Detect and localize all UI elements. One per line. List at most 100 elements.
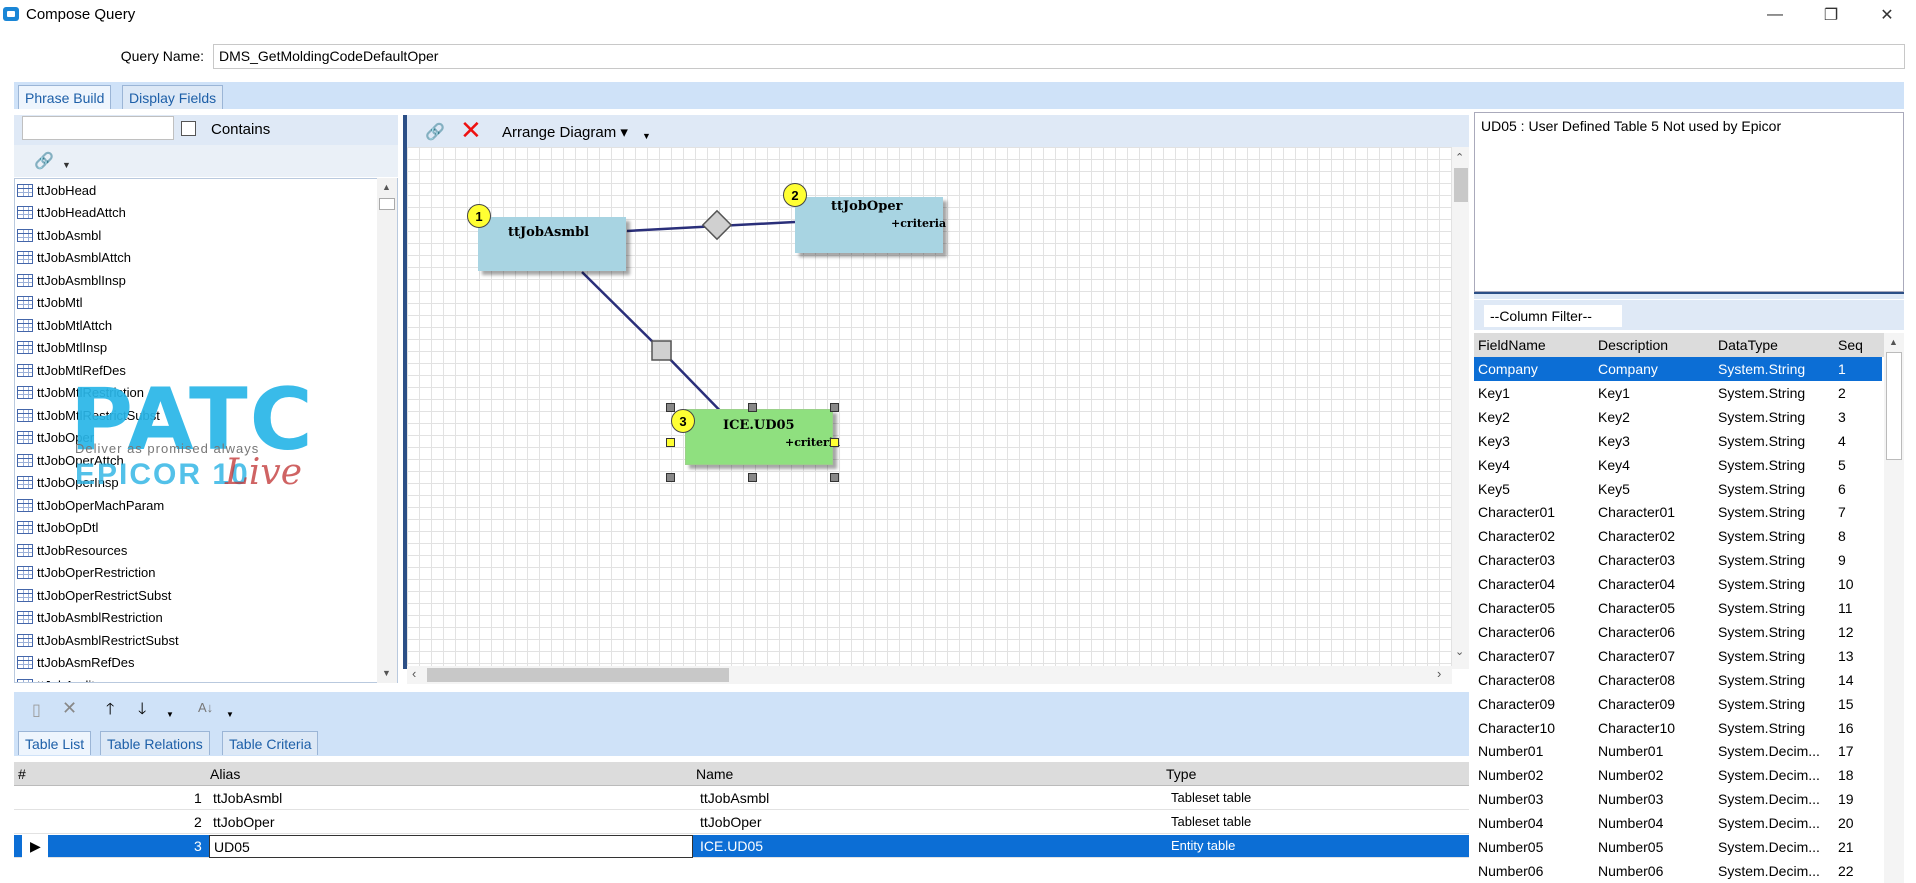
diagram-node-ice-ud05[interactable]: ICE.UD05 +criteria (685, 409, 840, 465)
scroll-left-icon[interactable]: ‹ (412, 666, 417, 681)
table-list-item[interactable]: ttJobAsmRefDes (15, 652, 385, 674)
link-icon[interactable]: 🔗 (425, 124, 445, 141)
diagram-node-ttjoboper[interactable]: ttJobOper +criteria (795, 197, 946, 253)
col-header-alias[interactable]: Alias (210, 766, 241, 782)
row-alias-editor[interactable]: UD05 (209, 835, 693, 858)
contains-checkbox[interactable] (181, 121, 196, 136)
table-search-input[interactable] (22, 116, 174, 140)
scroll-down-icon[interactable]: ⌄ (1455, 646, 1465, 658)
scroll-right-icon[interactable]: › (1437, 666, 1442, 681)
delete-icon[interactable]: ✕ (62, 698, 78, 718)
maximize-button[interactable]: ❐ (1823, 7, 1839, 24)
col-header-datatype[interactable]: DataType (1718, 337, 1778, 353)
table-row[interactable]: 2 ttJobOper ttJobOper Tableset table (14, 811, 1469, 834)
table-list-item[interactable]: ttJobAsmbl (15, 224, 385, 246)
move-up-icon[interactable]: 🡑 (106, 701, 115, 718)
table-list-item[interactable]: ttJobMtl (15, 292, 385, 314)
row-alias[interactable]: ttJobAsmbl (213, 790, 283, 806)
col-header-num[interactable]: # (18, 766, 26, 782)
scroll-up-icon[interactable]: ⌃ (1455, 152, 1465, 164)
new-icon[interactable]: ▯ (32, 702, 41, 719)
splitter[interactable] (1474, 292, 1904, 299)
scrollbar-thumb[interactable] (1454, 168, 1468, 202)
col-header-seq[interactable]: Seq (1838, 337, 1863, 353)
tab-display-fields[interactable]: Display Fields (122, 85, 224, 109)
column-grid-scrollbar[interactable]: ▲ (1884, 333, 1904, 883)
table-list-item[interactable]: ttJobOpDtl (15, 517, 385, 539)
minimize-button[interactable]: — (1767, 6, 1783, 23)
table-list-item[interactable]: ttJobOperMachParam (15, 494, 385, 516)
chevron-down-icon[interactable]: ▼ (642, 131, 651, 141)
col-header-description[interactable]: Description (1598, 337, 1669, 353)
scroll-up-icon[interactable]: ▲ (382, 182, 391, 192)
col-header-name[interactable]: Name (696, 766, 734, 782)
relation-join-square[interactable] (651, 340, 672, 361)
column-filter-input[interactable]: --Column Filter-- (1484, 305, 1622, 327)
table-list-item[interactable]: ttJobMtlRefDes (15, 359, 385, 381)
delete-icon[interactable]: ✕ (460, 115, 482, 145)
table-list-item[interactable]: ttJobOperRestriction (15, 562, 385, 584)
table-list-item[interactable]: ttJobMtlAttch (15, 314, 385, 336)
scroll-up-icon[interactable]: ▲ (1889, 337, 1898, 347)
table-list-item[interactable]: ttJobAsmblInsp (15, 269, 385, 291)
diagram-node-ttjobasmbl[interactable]: ttJobAsmbl (478, 217, 626, 271)
table-list-item[interactable]: ttJobHead (15, 179, 385, 201)
table-list-item[interactable]: ttJobHeadAttch (15, 202, 385, 224)
table-list-item[interactable]: ttJobOper (15, 427, 385, 449)
resize-handle[interactable] (666, 438, 675, 447)
link-icon[interactable]: 🔗 (34, 153, 54, 170)
chevron-down-icon[interactable]: ▼ (62, 160, 71, 170)
resize-handle[interactable] (830, 473, 839, 482)
relation-join-diamond[interactable] (701, 209, 733, 241)
tab-phrase-build[interactable]: Phrase Build (18, 85, 112, 109)
close-button[interactable]: ✕ (1880, 7, 1894, 24)
row-alias[interactable]: ttJobOper (213, 814, 275, 830)
table-list-item[interactable]: ttJobMtlInsp (15, 337, 385, 359)
scrollbar-thumb[interactable] (379, 198, 395, 210)
table-list-item[interactable]: ttJobOperInsp (15, 472, 385, 494)
resize-handle[interactable] (830, 438, 839, 447)
arrange-diagram-button[interactable]: Arrange Diagram ▾ (502, 124, 628, 141)
diagram-vertical-scrollbar[interactable]: ⌃ ⌄ (1452, 147, 1469, 669)
col-header-type[interactable]: Type (1166, 766, 1197, 782)
table-list-item[interactable]: ttJobAudit (15, 674, 385, 682)
scroll-down-icon[interactable]: ▼ (382, 668, 391, 678)
chevron-down-icon[interactable]: ▼ (166, 710, 174, 719)
tab-table-relations[interactable]: Table Relations (100, 731, 210, 755)
scrollbar-thumb[interactable] (427, 668, 729, 682)
resize-handle[interactable] (748, 473, 757, 482)
table-list-item[interactable]: ttJobAsmblAttch (15, 247, 385, 269)
resize-handle[interactable] (666, 403, 675, 412)
query-name-input[interactable]: DMS_GetMoldingCodeDefaultOper (213, 44, 1905, 69)
resize-handle[interactable] (748, 403, 757, 412)
table-list-item[interactable]: ttJobOperAttch (15, 449, 385, 471)
table-list-item[interactable]: ttJobResources (15, 539, 385, 561)
resize-handle[interactable] (830, 403, 839, 412)
table-list-item[interactable]: ttJobAsmblRestrictSubst (15, 629, 385, 651)
table-row-selected[interactable]: ▶ 3 UD05 ICE.UD05 Entity table (14, 835, 1469, 858)
tab-table-criteria[interactable]: Table Criteria (222, 731, 319, 755)
sort-icon[interactable]: A↓ (198, 700, 214, 715)
resize-handle[interactable] (666, 473, 675, 482)
table-list-item[interactable]: ttJobMtlRestrictSubst (15, 404, 385, 426)
table-list-item[interactable]: ttJobMtlRestriction (15, 382, 385, 404)
